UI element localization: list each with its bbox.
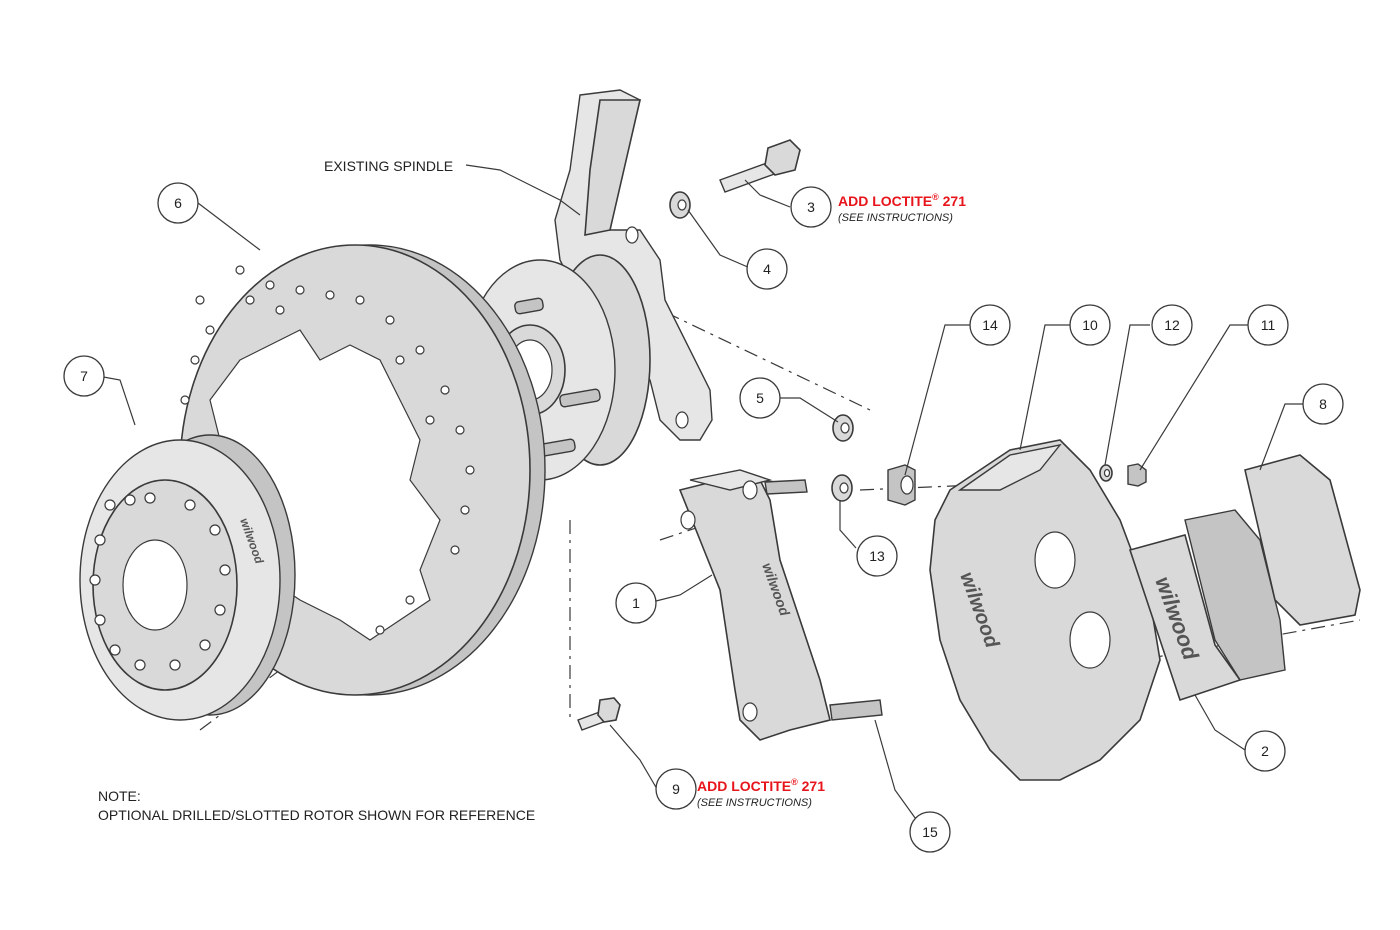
- svg-text:1: 1: [632, 595, 640, 611]
- svg-text:15: 15: [922, 824, 938, 840]
- washer-5: [832, 414, 854, 442]
- caliper-bracket: wilwood: [678, 469, 883, 741]
- svg-text:12: 12: [1164, 317, 1180, 333]
- caliper: wilwood: [929, 439, 1161, 781]
- callout-10: 10: [1069, 304, 1111, 346]
- callout-12: 12: [1151, 304, 1193, 346]
- callout-13: 13: [856, 535, 898, 577]
- callout-15: 15: [909, 811, 951, 853]
- svg-text:2: 2: [1261, 743, 1269, 759]
- callout-1: 1: [615, 582, 657, 624]
- rotor-hat: wilwood: [79, 434, 296, 721]
- bolt-9: [577, 697, 621, 731]
- existing-spindle-label: EXISTING SPINDLE: [324, 158, 453, 174]
- callout-7: 7: [63, 355, 105, 397]
- see-instructions-9: (SEE INSTRUCTIONS): [697, 797, 812, 809]
- note-title: NOTE:: [98, 788, 141, 804]
- callout-6: 6: [157, 182, 199, 224]
- washer-13: [831, 474, 853, 502]
- brake-pad-2: wilwood: [1128, 509, 1286, 702]
- callout-11: 11: [1247, 304, 1289, 346]
- note-body: OPTIONAL DRILLED/SLOTTED ROTOR SHOWN FOR…: [98, 807, 535, 823]
- washer-12: [1099, 464, 1113, 482]
- spacer-14: [887, 464, 916, 506]
- svg-text:13: 13: [869, 548, 885, 564]
- callout-3: 3: [790, 186, 832, 228]
- bolt-3: [719, 139, 801, 193]
- callout-9: 9: [655, 768, 697, 810]
- washer-4: [669, 191, 691, 219]
- text-labels: EXISTING SPINDLE ADD LOCTITE® 271 (SEE I…: [98, 158, 966, 823]
- nut-11: [1127, 463, 1147, 487]
- svg-text:7: 7: [80, 368, 88, 384]
- brake-pad-8: [1244, 454, 1361, 626]
- callout-4: 4: [746, 248, 788, 290]
- svg-text:11: 11: [1261, 317, 1276, 333]
- callout-14: 14: [969, 304, 1011, 346]
- svg-text:3: 3: [807, 199, 815, 215]
- svg-text:9: 9: [672, 781, 680, 797]
- leader-lines: [97, 164, 1303, 823]
- svg-text:5: 5: [756, 390, 764, 406]
- callout-5: 5: [739, 377, 781, 419]
- svg-text:10: 10: [1082, 317, 1098, 333]
- see-instructions-3: (SEE INSTRUCTIONS): [838, 212, 953, 224]
- svg-text:6: 6: [174, 195, 182, 211]
- callouts: 1 2 3 4 5 6 7 8 9 10 11 12 13 14 15: [63, 182, 1344, 853]
- loctite-note-3: ADD LOCTITE® 271: [838, 192, 966, 209]
- svg-text:14: 14: [982, 317, 998, 333]
- svg-text:4: 4: [763, 261, 771, 277]
- callout-2: 2: [1244, 730, 1286, 772]
- callout-8: 8: [1302, 383, 1344, 425]
- rotor-drill-holes: [180, 265, 475, 635]
- loctite-note-9: ADD LOCTITE® 271: [697, 777, 825, 794]
- svg-text:8: 8: [1319, 396, 1327, 412]
